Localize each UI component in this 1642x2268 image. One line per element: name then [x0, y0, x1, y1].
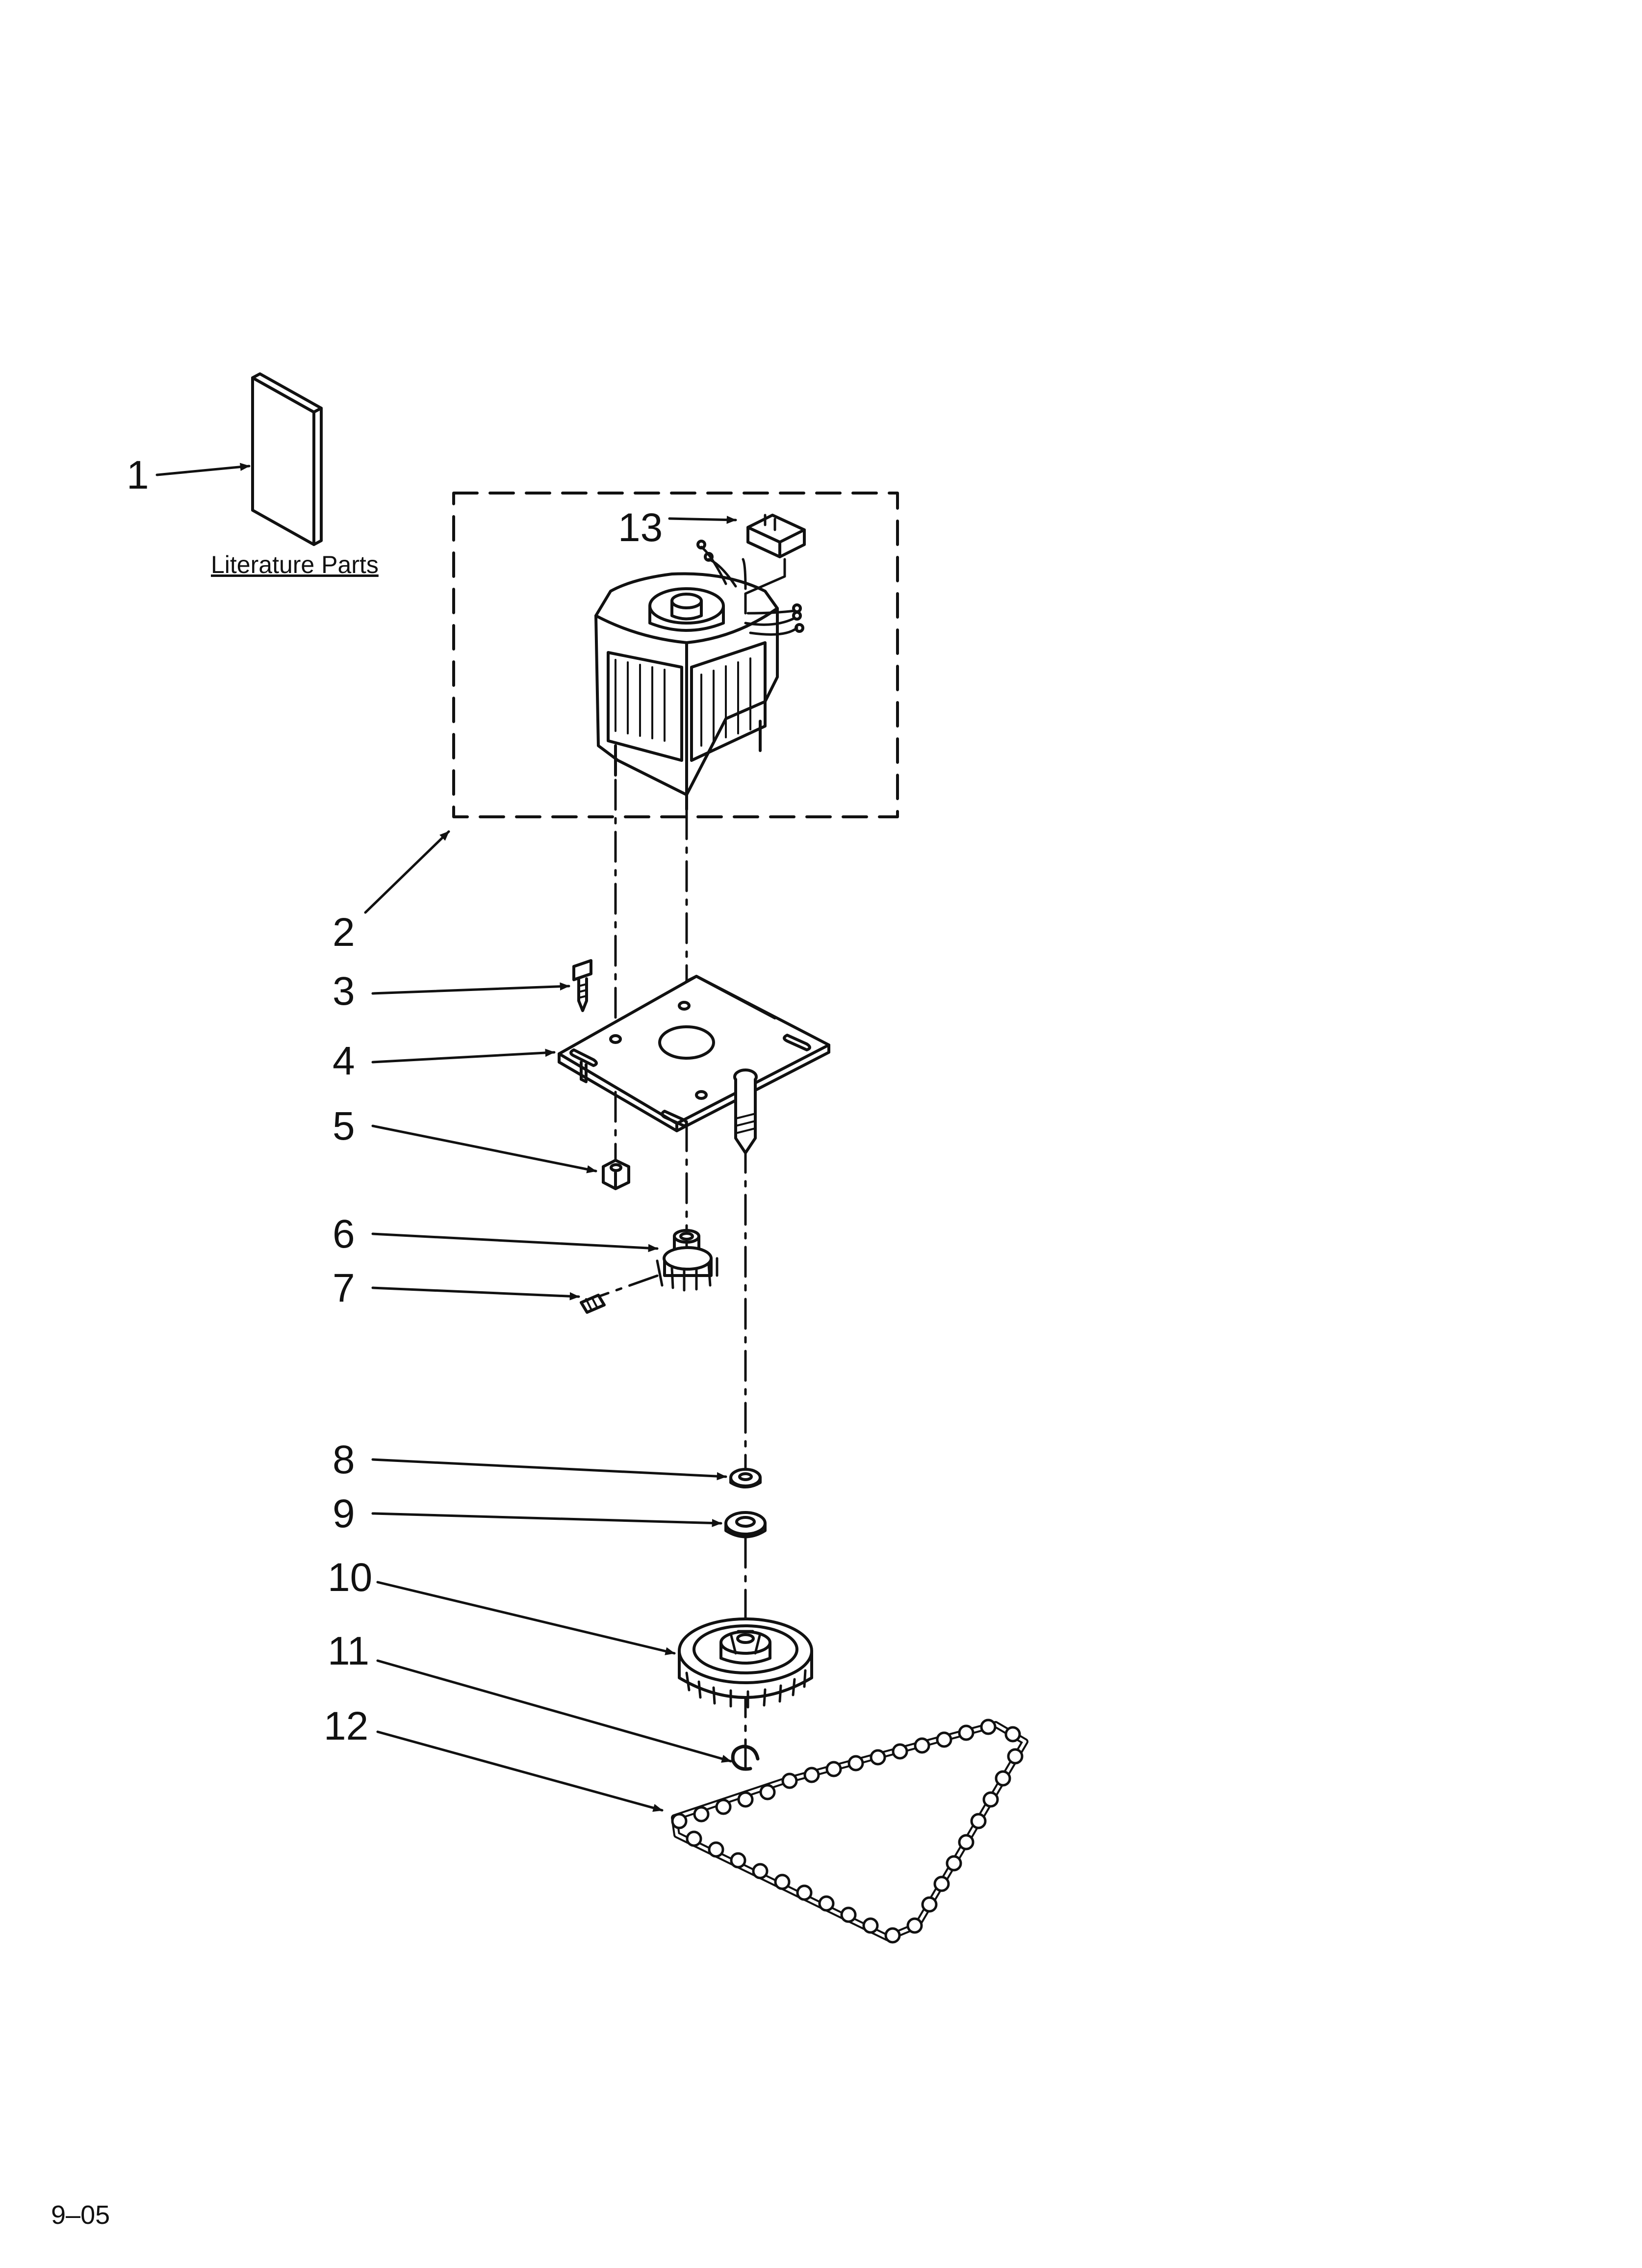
callout-1: 1	[127, 453, 149, 497]
callout-6: 6	[333, 1212, 355, 1256]
callout-9: 9	[333, 1491, 355, 1536]
callout-13: 13	[618, 505, 663, 550]
literature-booklet	[251, 372, 323, 546]
literature-parts-label: Literature Parts	[211, 551, 379, 578]
callout-5: 5	[333, 1104, 355, 1148]
callout-4: 4	[333, 1039, 355, 1083]
drive-chain	[671, 1719, 1028, 1944]
set-screw	[580, 1294, 606, 1314]
mount-bracket	[558, 975, 830, 1154]
nut	[602, 1159, 630, 1190]
callout-12: 12	[324, 1704, 369, 1748]
motor-assembly-box	[452, 492, 899, 818]
callout-2: 2	[333, 910, 355, 955]
retaining-ring	[731, 1745, 760, 1771]
page-code: 9–05	[51, 2200, 110, 2230]
callout-11: 11	[328, 1629, 370, 1673]
screw	[572, 959, 592, 1012]
washer-small	[729, 1468, 762, 1488]
callout-7: 7	[333, 1266, 355, 1310]
drive-pinion	[656, 1229, 718, 1292]
motor	[594, 540, 804, 811]
callout-3: 3	[333, 969, 355, 1014]
washer-large	[724, 1511, 767, 1538]
leader-lines	[155, 463, 737, 1812]
drive-sprocket	[678, 1617, 813, 1709]
callout-8: 8	[333, 1437, 355, 1482]
motor-switch	[744, 514, 806, 615]
callout-10: 10	[328, 1555, 373, 1600]
